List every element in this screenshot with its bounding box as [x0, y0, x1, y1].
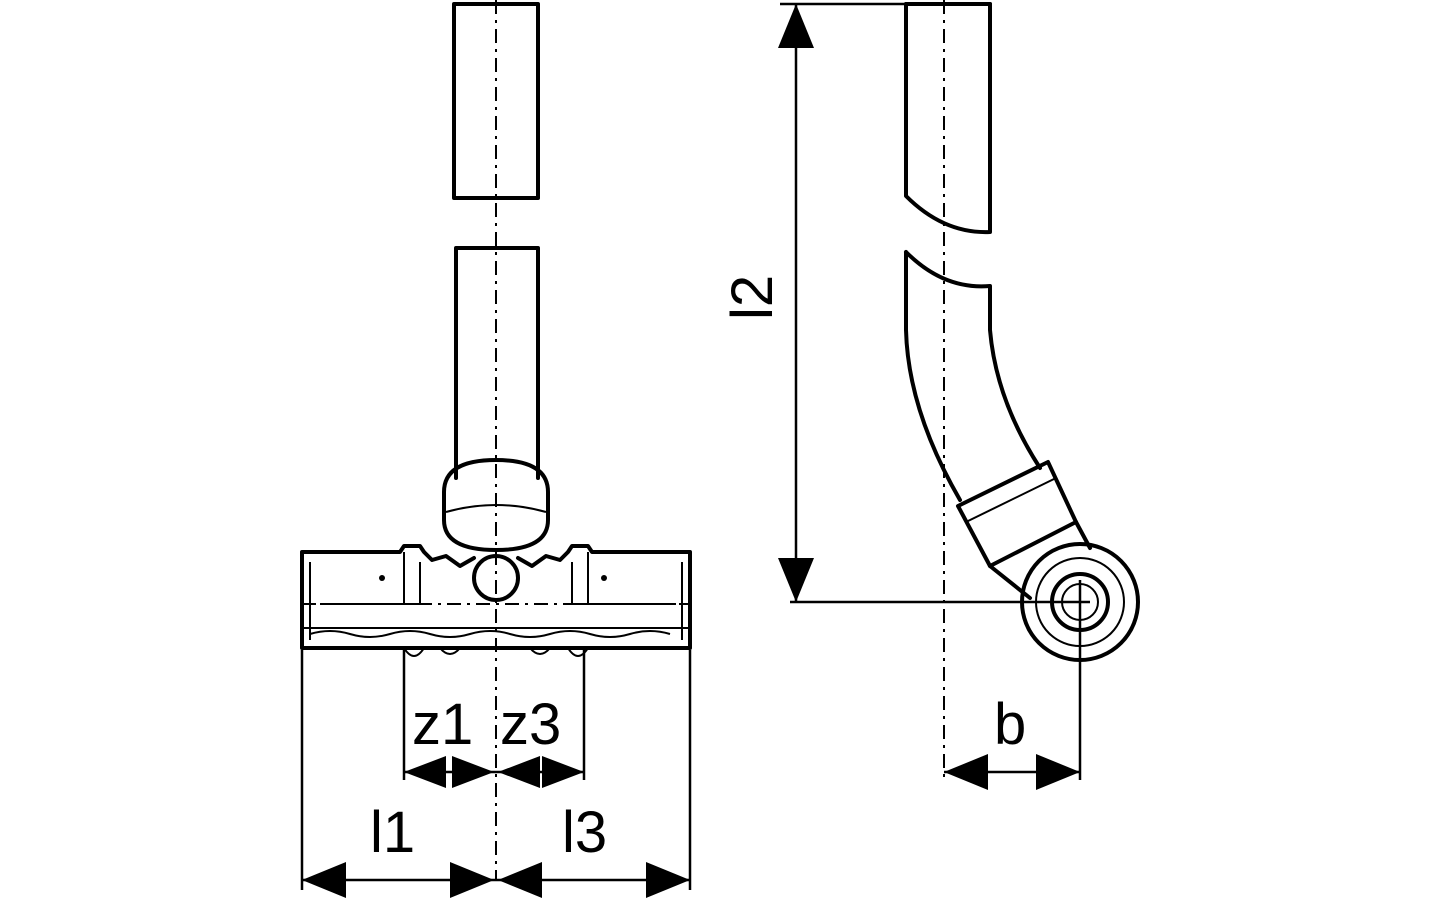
tee-inner-contour	[304, 552, 690, 640]
arrow-z1-right	[452, 756, 494, 788]
arrow-l2-bottom	[778, 558, 814, 602]
arrow-z3-right	[542, 756, 584, 788]
coupling-socket	[956, 460, 1078, 568]
label-z1: z1	[412, 692, 473, 757]
arrow-b-right	[1036, 754, 1080, 790]
label-b: b	[994, 692, 1026, 757]
arrow-l3-right	[646, 862, 690, 898]
label-l3: l3	[562, 800, 607, 865]
marker-dot	[379, 575, 385, 581]
label-l1: l1	[370, 800, 415, 865]
arrow-l1-right	[450, 862, 494, 898]
arrow-l2-top	[778, 4, 814, 48]
arrow-b-left	[944, 754, 988, 790]
arrow-z3-left	[498, 756, 540, 788]
arrow-z1-left	[404, 756, 446, 788]
arrow-l1-left	[302, 862, 346, 898]
bent-pipe	[904, 250, 1042, 502]
tee-cap	[442, 458, 550, 552]
coupling-band	[965, 477, 1057, 523]
lower-pipe-segment	[454, 246, 540, 480]
front-view: z1 z3 l1 l3	[300, 0, 692, 898]
side-view: l2 b	[720, 0, 1140, 790]
upper-pipe-segment	[904, 2, 992, 235]
label-l2: l2	[720, 275, 785, 320]
arrow-l3-left	[498, 862, 542, 898]
marker-dot	[601, 575, 607, 581]
press-zone	[309, 630, 671, 657]
label-z3: z3	[500, 692, 561, 757]
